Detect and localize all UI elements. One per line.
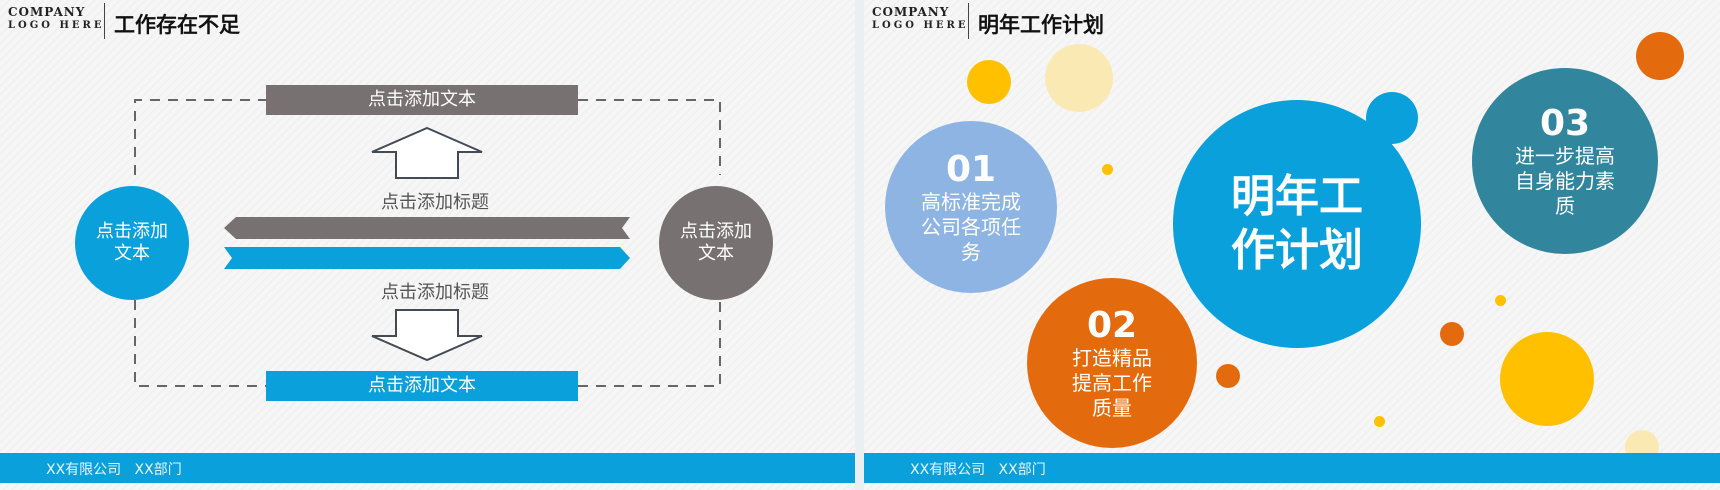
decor-dot-tiny-yellow — [1495, 295, 1506, 306]
top-text-bar: 点击添加文本 — [266, 85, 578, 115]
bottom-text-bar: 点击添加文本 — [266, 371, 578, 401]
right-pointing-band — [224, 247, 630, 269]
left-pointing-band — [224, 217, 630, 239]
diagram-graphics — [134, 99, 721, 387]
decor-dot-yellow-large — [1500, 332, 1594, 426]
header-divider — [104, 3, 105, 39]
circle-left: 点击添加文本 — [75, 186, 189, 300]
down-arrow-icon — [371, 309, 483, 362]
slide-work-shortcomings: COMPANY LOGO HERE 工作存在不足 点击添加文本 点击添加文本 点… — [0, 0, 855, 490]
circle-center-title: 明年工作计划 — [1173, 100, 1421, 348]
page-title: 工作存在不足 — [114, 13, 240, 37]
circle-item-02: 02 打造精品提高工作质量 — [1027, 278, 1197, 448]
company-logo: COMPANY LOGO HERE — [872, 5, 969, 31]
decor-dot-pale — [1045, 44, 1113, 112]
footer-bar: XX有限公司 XX部门 — [864, 453, 1720, 483]
up-arrow-icon — [371, 126, 483, 179]
dashed-connector-bottom — [134, 300, 721, 387]
decor-dot-yellow-bottom — [1374, 416, 1385, 427]
decor-dot-orange-top — [1636, 32, 1684, 80]
slide-next-year-plan: COMPANY LOGO HERE 明年工作计划 01 高标准完成公司各项任务 … — [864, 0, 1720, 490]
circle-right: 点击添加文本 — [659, 186, 773, 300]
heading-top: 点击添加标题 — [381, 192, 489, 213]
decor-dot-orange-mid — [1440, 322, 1464, 346]
footer-company: XX有限公司 XX部门 — [46, 462, 182, 478]
decor-dot-orange-small — [1216, 364, 1240, 388]
header-divider — [968, 3, 969, 39]
circle-item-03: 03 进一步提高自身能力素质 — [1472, 68, 1658, 254]
heading-bottom: 点击添加标题 — [381, 282, 489, 303]
footer-company: XX有限公司 XX部门 — [910, 462, 1046, 478]
circle-item-01: 01 高标准完成公司各项任务 — [885, 121, 1057, 293]
page-title: 明年工作计划 — [978, 13, 1104, 37]
decor-dot-small-yellow — [1102, 164, 1113, 175]
dashed-connector-top — [134, 99, 721, 175]
decor-dot-yellow — [967, 60, 1011, 104]
footer-bar: XX有限公司 XX部门 — [0, 453, 855, 483]
company-logo: COMPANY LOGO HERE — [8, 5, 105, 31]
